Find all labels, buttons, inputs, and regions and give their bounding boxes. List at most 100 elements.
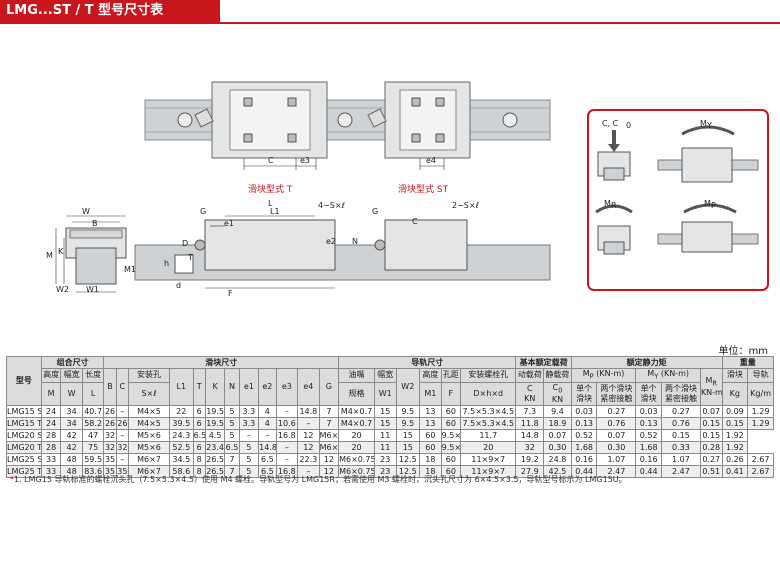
table-cell: M4×0.7	[338, 405, 375, 419]
title-rule	[0, 22, 780, 24]
page-title: LMG...ST / T 型号尺寸表	[0, 0, 220, 22]
th-rail-weight: 导轨	[747, 368, 774, 383]
table-cell: 40.7	[81, 405, 105, 419]
table-cell: 39.5	[168, 417, 194, 431]
table-cell: 8	[192, 453, 206, 467]
table-cell: 11	[373, 429, 397, 443]
dim-n: N	[352, 237, 358, 246]
table-cell: 35	[103, 465, 117, 479]
table-cell: 34	[60, 405, 83, 419]
table-cell: 7.3	[515, 405, 545, 419]
table-cell: 5	[224, 417, 240, 431]
table-cell: 15	[395, 441, 421, 455]
spec-table-body: LMG15 ST243440.726–M4×522619.553.34–14.8…	[6, 405, 774, 479]
th-my: MY (KN-m)	[635, 368, 701, 383]
table-cell: 0.76	[660, 417, 701, 431]
table-cell: 32	[115, 441, 129, 455]
dim-l: L	[268, 199, 273, 208]
th-sym-dhd: D×h×d	[460, 381, 517, 407]
table-cell: 12	[297, 429, 320, 443]
table-cell: 15	[395, 429, 421, 443]
dim-e2: e2	[326, 237, 336, 246]
table-cell: 13	[419, 417, 442, 431]
table-cell: 24.8	[543, 453, 572, 467]
table-cell: 24	[40, 405, 62, 419]
th-static-moment: 额定静力矩	[570, 356, 723, 369]
table-cell: 6.5	[258, 453, 277, 467]
table-cell: 0.44	[570, 465, 598, 479]
table-cell: 23.4	[204, 441, 226, 455]
table-cell: 4	[258, 417, 277, 431]
th-block: 滑块尺寸	[103, 356, 340, 369]
th-rail: 导轨尺寸	[338, 356, 517, 369]
table-cell: 26	[115, 417, 129, 431]
table-cell: 42.5	[543, 465, 572, 479]
table-cell: 60	[440, 453, 462, 467]
table-cell: 35	[103, 453, 117, 467]
th-g: G	[318, 367, 340, 407]
table-cell: 24.3	[168, 429, 194, 443]
table-cell: M4×5	[127, 417, 170, 431]
table-cell: 5	[238, 441, 260, 455]
model-cell: LMG15 T	[6, 417, 42, 431]
table-cell: 60	[440, 405, 462, 419]
table-cell: 7	[318, 417, 340, 431]
th-mp: MP (KN-m)	[570, 368, 637, 383]
table-cell: 0.51	[699, 465, 723, 479]
table-cell: 59.5	[81, 453, 105, 467]
table-cell: 12	[297, 441, 320, 455]
table-cell: 18	[419, 453, 442, 467]
table-cell: 7.5×5.3×4.5	[460, 417, 517, 431]
table-cell: 1.29	[747, 417, 774, 431]
table-row: LMG25 ST334859.535–M6×734.5826.5756.5–22…	[6, 453, 774, 467]
table-cell: –	[238, 429, 260, 443]
top-view: C e3 e4 滑块型式 T 滑块型式 ST	[144, 81, 551, 195]
load-c-sub: 0	[626, 121, 631, 130]
load-mp-label: M	[704, 199, 711, 208]
table-cell: 23	[373, 453, 397, 467]
table-cell: 0.44	[635, 465, 662, 479]
table-cell: 6	[192, 417, 206, 431]
th-combo: 组合尺寸	[40, 356, 105, 369]
table-cell: 2.67	[747, 465, 774, 479]
table-cell: 11	[373, 441, 397, 455]
table-cell: 1.68	[570, 441, 598, 455]
table-cell: 32	[103, 441, 117, 455]
table-cell: –	[297, 465, 320, 479]
technical-drawing: C e3 e4 滑块型式 T 滑块型式 ST W B M K W2 W1 G e…	[46, 81, 769, 298]
table-cell: 48	[60, 453, 83, 467]
dim-c-st: C	[412, 217, 418, 226]
th-dyn-load: 动载荷	[515, 368, 545, 383]
load-mr-sub: R	[611, 201, 617, 210]
dim-w: W	[82, 207, 90, 216]
table-cell: 0.76	[596, 417, 637, 431]
dim-h: h	[164, 259, 169, 268]
th-length: 长度	[81, 368, 105, 383]
dim-sx-st: 2−S×ℓ	[452, 201, 479, 210]
dim-g: G	[200, 207, 206, 216]
table-cell: 7	[318, 405, 340, 419]
footnote-text: 1. LMG15 导轨标准的螺栓沉头孔（7.5×5.3×4.5）使用 M4 螺栓…	[14, 475, 627, 484]
table-cell: 26.5	[204, 465, 226, 479]
table-cell: M6×0.75	[318, 429, 340, 443]
table-cell: 22	[168, 405, 194, 419]
table-cell: 11×9×7	[460, 465, 517, 479]
table-cell: 1.29	[747, 405, 774, 419]
table-cell: 0.33	[660, 441, 701, 455]
table-cell: 18.9	[543, 417, 572, 431]
dim-k: K	[58, 247, 64, 256]
load-c-label: C, C	[602, 119, 619, 128]
table-cell: –	[258, 429, 277, 443]
table-cell: 83.6	[81, 465, 105, 479]
table-cell: 26.5	[204, 453, 226, 467]
table-cell: 58.2	[81, 417, 105, 431]
th-w2: W2	[395, 367, 421, 407]
table-cell: 0.15	[660, 429, 701, 443]
table-cell: 0.52	[635, 429, 662, 443]
table-cell: 24	[40, 417, 62, 431]
table-cell: 0.27	[699, 453, 723, 467]
table-cell: 0.27	[596, 405, 637, 419]
th-rail-bolt: 安装螺栓孔	[460, 368, 517, 383]
